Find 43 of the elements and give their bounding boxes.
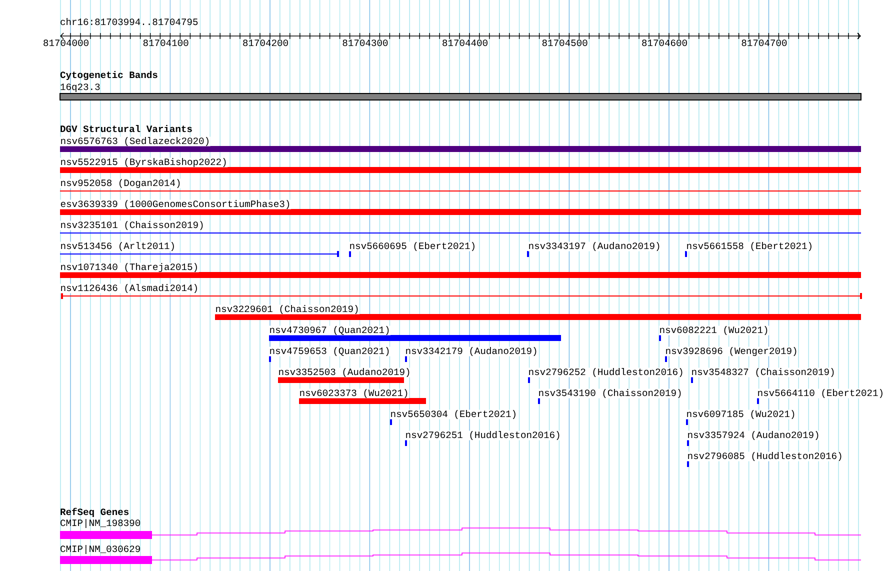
variant-label: nsv4730967 (Quan2021) [269, 326, 391, 336]
variant-label: nsv3229601 (Chaisson2019) [215, 304, 360, 314]
variant-label: nsv1071340 (Thareja2015) [60, 262, 199, 272]
variant-label: nsv952058 (Dogan2014) [60, 178, 182, 188]
variant-label: nsv3548327 (Chaisson2019) [691, 368, 836, 378]
variant-label: nsv5660695 (Ebert2021) [349, 242, 476, 252]
gene-label: CMIP|NM_198390 [60, 519, 140, 528]
track-heading: Cytogenetic Bands [60, 71, 158, 80]
variant-label: nsv3343197 (Audano2019) [528, 242, 662, 252]
tick-label: 81704300 [342, 40, 388, 46]
variant-label: nsv3352503 (Audano2019) [278, 368, 412, 378]
variant-label: nsv4759653 (Quan2021) [269, 346, 391, 356]
variant-label: nsv3235101 (Chaisson2019) [60, 220, 205, 230]
tick-label: 81704200 [243, 40, 288, 46]
variant-label: nsv3928696 (Wenger2019) [665, 346, 798, 356]
variant-label: nsv1126436 (Alsmadi2014) [60, 284, 199, 294]
variant-label: nsv2796251 (Huddleston2016) [405, 430, 562, 440]
variant-label: nsv2796085 (Huddleston2016) [687, 452, 844, 462]
tick-label: 81704400 [442, 40, 488, 46]
tick-label: 81704500 [542, 40, 588, 46]
band-label: 16q23.3 [60, 84, 100, 92]
tick-label: 81704700 [742, 40, 787, 46]
variant-label: nsv6097185 (Wu2021) [686, 410, 796, 420]
tick-label: 81704600 [642, 40, 687, 46]
variant-label: esv3639339 (1000GenomesConsortiumPhase3) [60, 200, 292, 210]
tick-label: 81704100 [143, 40, 188, 46]
variant-label: nsv5661558 (Ebert2021) [686, 242, 814, 252]
tick-label: 81704000 [44, 40, 88, 46]
variant-label: nsv3342179 (Audano2019) [405, 346, 538, 356]
variant-label: nsv3357924 (Audano2019) [687, 430, 820, 440]
track-heading: RefSeq Genes [60, 508, 129, 517]
variant-label: nsv6576763 (Sedlazeck2020) [60, 136, 210, 146]
variant-label: nsv5664110 (Ebert2021) [757, 388, 884, 398]
variant-label: nsv6082221 (Wu2021) [659, 326, 770, 336]
variant-label: nsv513456 (Arlt2011) [60, 242, 176, 252]
track-heading: DGV Structural Variants [60, 125, 192, 132]
gene-label: CMIP|NM_030629 [60, 545, 140, 554]
variant-label: nsv3543190 (Chaisson2019) [538, 388, 683, 398]
variant-label: nsv5522915 (ByrskaBishop2022) [60, 158, 228, 168]
locus-label: chr16:81703994..81704795 [60, 18, 198, 26]
variant-label: nsv2796252 (Huddleston2016) [528, 368, 684, 378]
variant-label: nsv6023373 (Wu2021) [299, 388, 410, 398]
variant-label: nsv5650304 (Ebert2021) [390, 410, 518, 420]
